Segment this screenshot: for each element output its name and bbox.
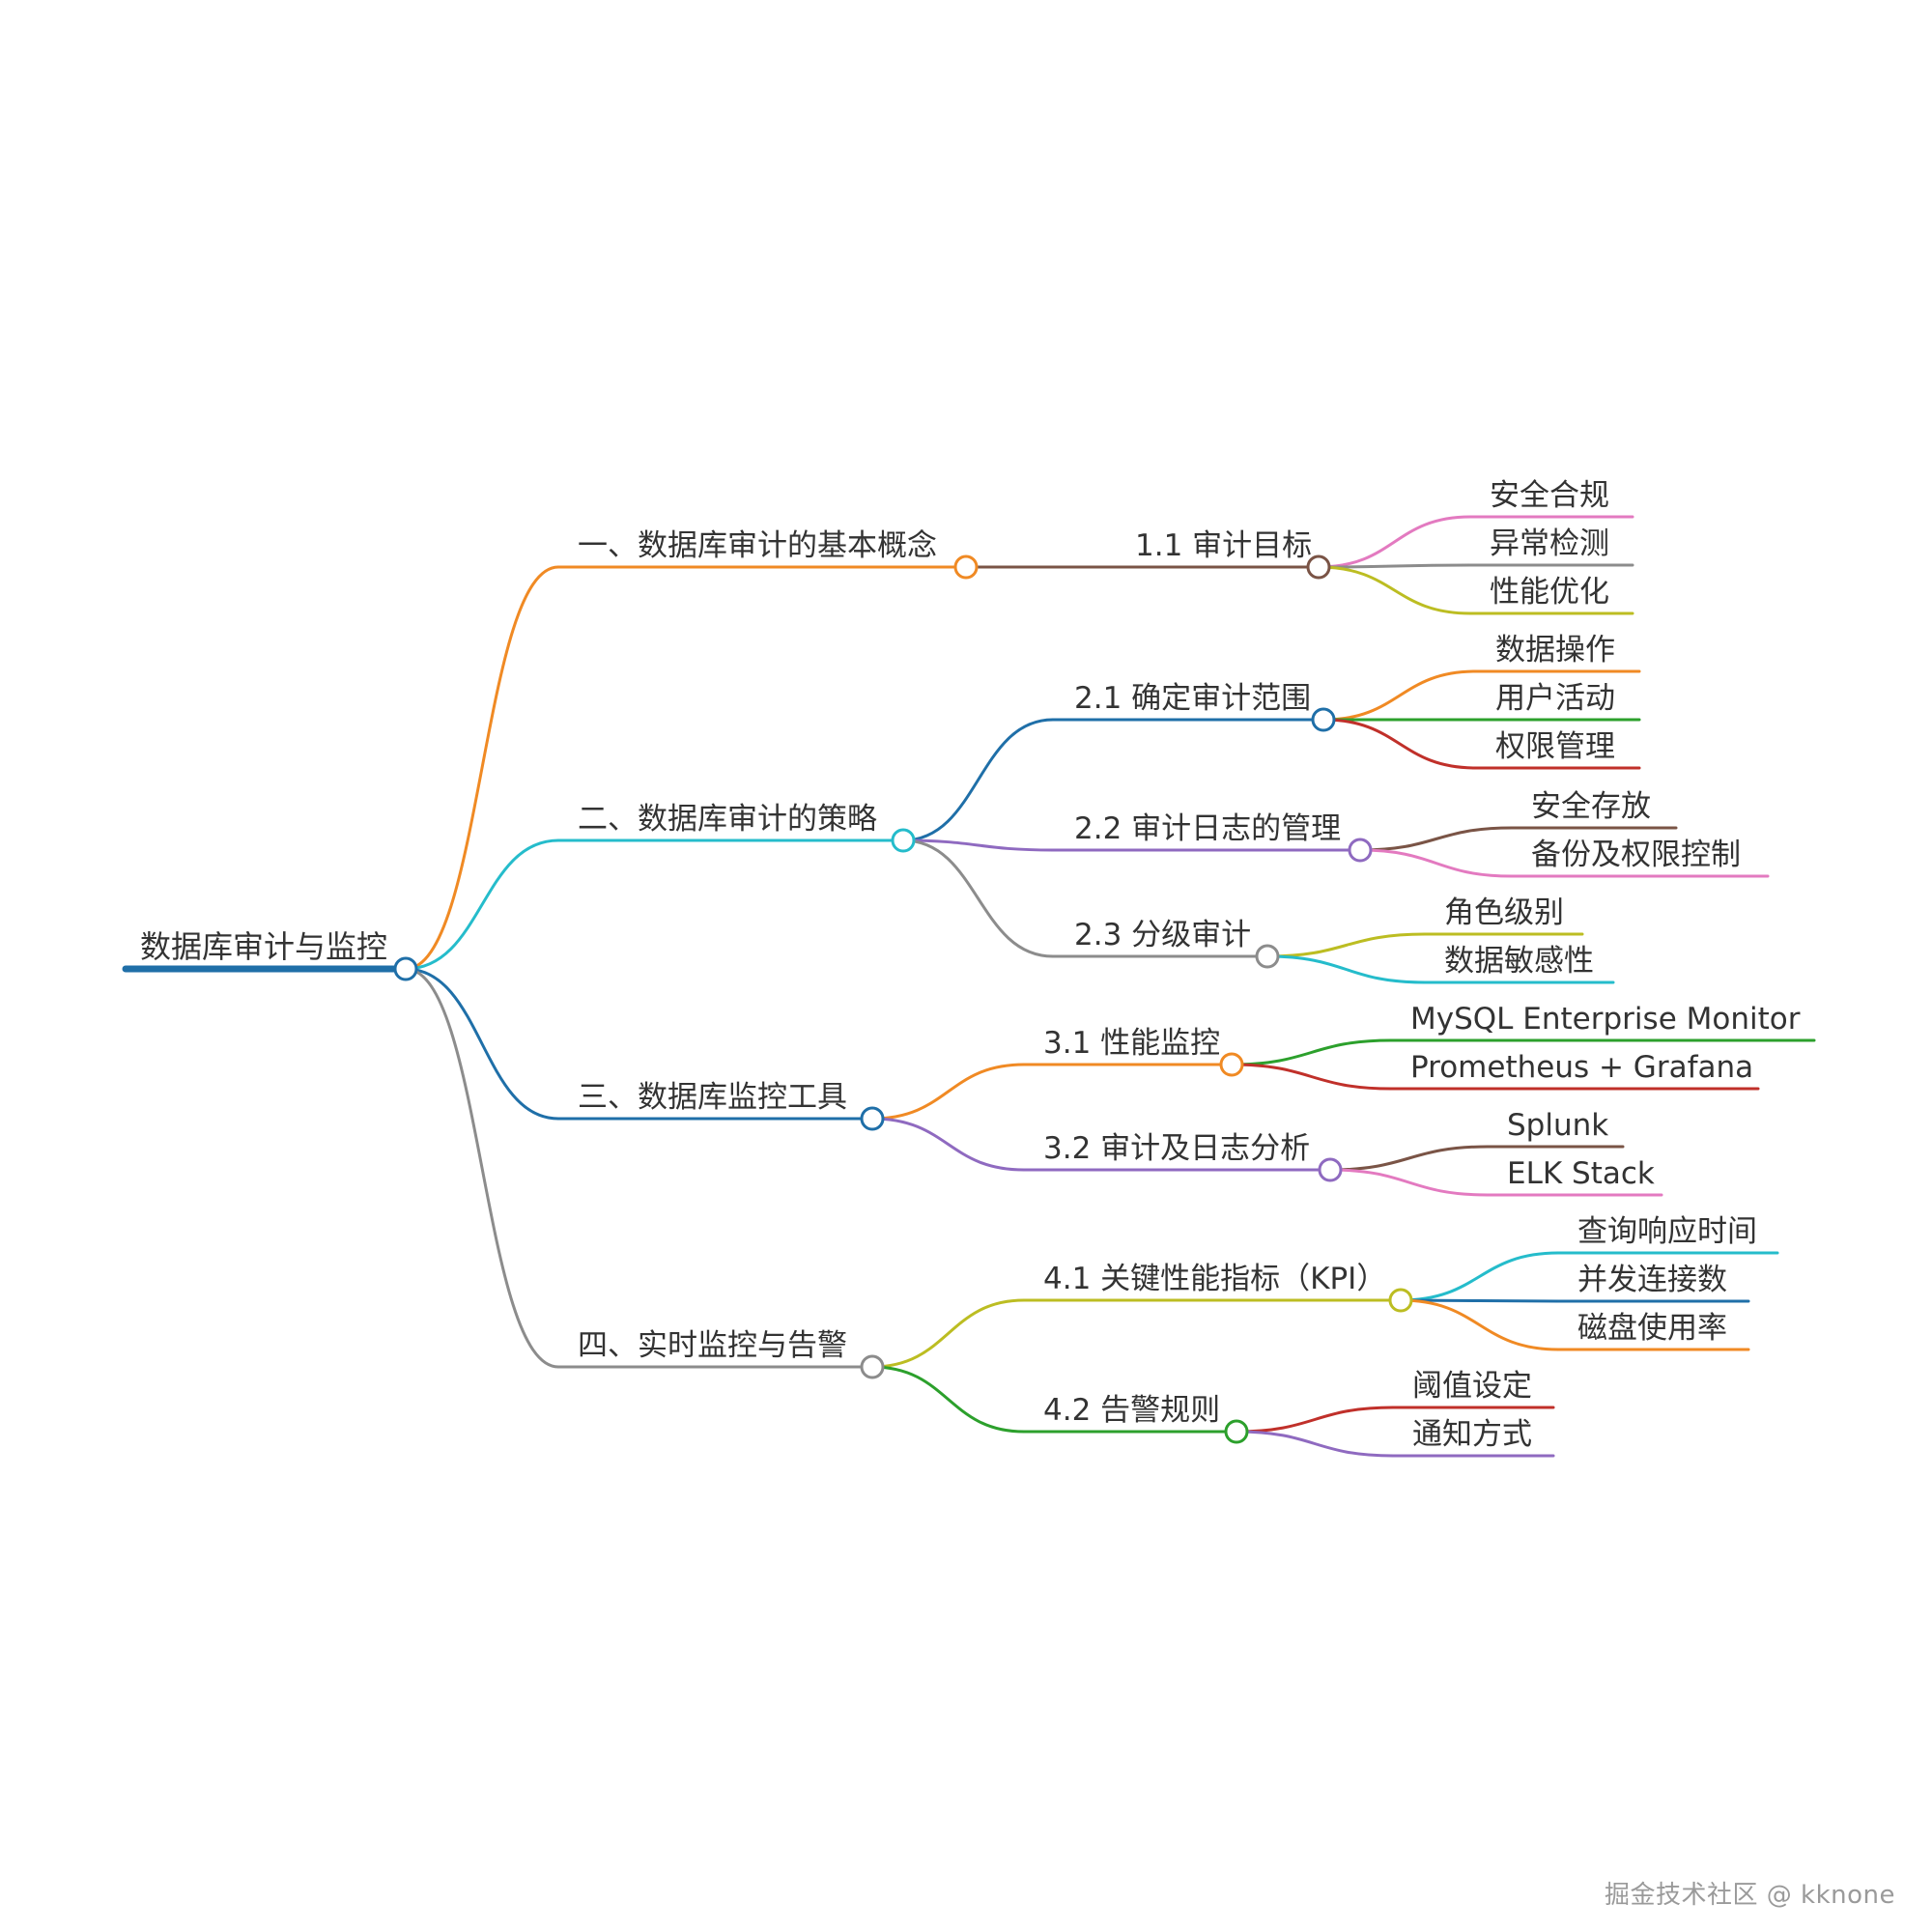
leaf-2-1-1-label: 数据操作 — [1495, 633, 1615, 668]
topic-3-2-connector — [870, 1117, 1026, 1172]
branch-3-connector — [404, 967, 560, 1121]
topic-2-3-node[interactable] — [1255, 944, 1280, 969]
labels-layer: 数据库审计与监控 一、数据库审计的基本概念 1.1 审计目标 安全合规异常检测性能优化… — [140, 478, 1801, 1452]
leaf-2-1-3-connector — [1321, 718, 1478, 770]
branch-2-label: 二、数据库审计的策略 — [578, 802, 877, 837]
leaf-4-1-3-label: 磁盘使用率 — [1577, 1311, 1727, 1346]
topic-2-2-label: 2.2 审计日志的管理 — [1074, 811, 1341, 846]
topic-3-2-label: 3.2 审计及日志分析 — [1043, 1131, 1310, 1166]
branch-2-node[interactable] — [891, 828, 916, 853]
branch-1-connector — [404, 565, 560, 971]
leaf-2-1-2-label: 用户活动 — [1495, 681, 1615, 716]
leaf-4-1-3-connector — [1399, 1298, 1560, 1351]
branch-3-label: 三、数据库监控工具 — [578, 1080, 847, 1115]
topic-2-3-connector — [901, 838, 1055, 958]
leaf-1-1-1-label: 安全合规 — [1490, 478, 1609, 513]
topic-1-1-label: 1.1 审计目标 — [1135, 528, 1312, 563]
leaf-4-2-1-label: 阈值设定 — [1412, 1369, 1532, 1404]
branch-4-label: 四、实时监控与告警 — [578, 1328, 847, 1363]
leaf-2-2-2-label: 备份及权限控制 — [1531, 838, 1741, 872]
leaf-2-3-2-connector — [1265, 954, 1427, 984]
leaf-1-1-3-connector — [1317, 565, 1472, 615]
branch-4-connector — [404, 967, 560, 1369]
topic-1-1-node[interactable] — [1306, 554, 1331, 580]
leaf-3-1-1-label: MySQL Enterprise Monitor — [1410, 1002, 1801, 1037]
topic-2-1-node[interactable] — [1311, 707, 1336, 732]
leaf-2-1-1-connector — [1321, 669, 1478, 722]
leaf-3-2-1-connector — [1328, 1145, 1490, 1172]
branch-3-node[interactable] — [860, 1106, 885, 1131]
leaf-4-1-2-label: 并发连接数 — [1577, 1263, 1727, 1297]
topic-4-2-label: 4.2 告警规则 — [1043, 1393, 1220, 1428]
watermark: 掘金技术社区 @ kknone — [1604, 1881, 1895, 1910]
leaf-3-1-2-label: Prometheus + Grafana — [1410, 1050, 1753, 1085]
topic-4-1-label: 4.1 关键性能指标（KPI） — [1043, 1262, 1386, 1296]
leaf-2-2-1-label: 安全存放 — [1531, 789, 1651, 824]
topic-2-1-label: 2.1 确定审计范围 — [1074, 681, 1311, 716]
leaf-2-3-1-label: 角色级别 — [1444, 895, 1564, 930]
root-label: 数据库审计与监控 — [140, 928, 387, 965]
leaf-3-2-1-label: Splunk — [1507, 1108, 1608, 1143]
leaf-3-2-2-connector — [1328, 1168, 1490, 1197]
topic-4-2-connector — [870, 1365, 1026, 1434]
leaf-1-1-1-connector — [1317, 515, 1472, 569]
topic-4-1-node[interactable] — [1388, 1288, 1413, 1313]
topic-3-1-connector — [870, 1063, 1026, 1121]
topic-3-2-node[interactable] — [1318, 1157, 1343, 1182]
leaf-4-2-1-connector — [1235, 1406, 1395, 1434]
edges-layer — [404, 515, 1560, 1458]
leaf-4-2-2-label: 通知方式 — [1412, 1417, 1532, 1452]
leaf-4-1-1-connector — [1399, 1251, 1560, 1302]
underlines-layer — [122, 515, 1816, 1458]
leaf-4-1-1-label: 查询响应时间 — [1577, 1214, 1757, 1249]
topic-2-1-connector — [901, 718, 1055, 842]
leaf-3-1-1-connector — [1230, 1038, 1393, 1066]
branch-1-node[interactable] — [953, 554, 979, 580]
topic-3-1-label: 3.1 性能监控 — [1043, 1026, 1220, 1061]
topic-4-1-connector — [870, 1298, 1026, 1369]
leaf-3-2-2-label: ELK Stack — [1507, 1156, 1655, 1191]
topic-2-2-connector — [901, 838, 1055, 852]
topic-2-2-node[interactable] — [1348, 838, 1373, 863]
branch-4-node[interactable] — [860, 1354, 885, 1379]
leaf-2-3-2-label: 数据敏感性 — [1444, 944, 1594, 979]
root-node[interactable] — [393, 956, 418, 981]
topic-2-3-label: 2.3 分级审计 — [1074, 918, 1251, 952]
branch-1-label: 一、数据库审计的基本概念 — [578, 528, 937, 563]
leaf-1-1-3-label: 性能优化 — [1490, 575, 1609, 610]
nodes-layer — [393, 554, 1413, 1444]
leaf-2-2-2-connector — [1358, 848, 1514, 878]
leaf-3-1-2-connector — [1230, 1063, 1393, 1091]
leaf-2-2-1-connector — [1358, 826, 1514, 852]
leaf-1-1-2-label: 异常检测 — [1490, 526, 1609, 561]
leaf-1-1-2-connector — [1317, 563, 1472, 569]
branch-2-connector — [404, 838, 560, 971]
topic-4-2-node[interactable] — [1224, 1419, 1249, 1444]
topic-3-1-node[interactable] — [1219, 1052, 1244, 1077]
leaf-2-1-3-label: 权限管理 — [1495, 729, 1615, 764]
leaf-4-2-2-connector — [1235, 1430, 1395, 1458]
leaf-4-1-2-connector — [1399, 1298, 1560, 1303]
leaf-2-3-1-connector — [1265, 932, 1427, 958]
